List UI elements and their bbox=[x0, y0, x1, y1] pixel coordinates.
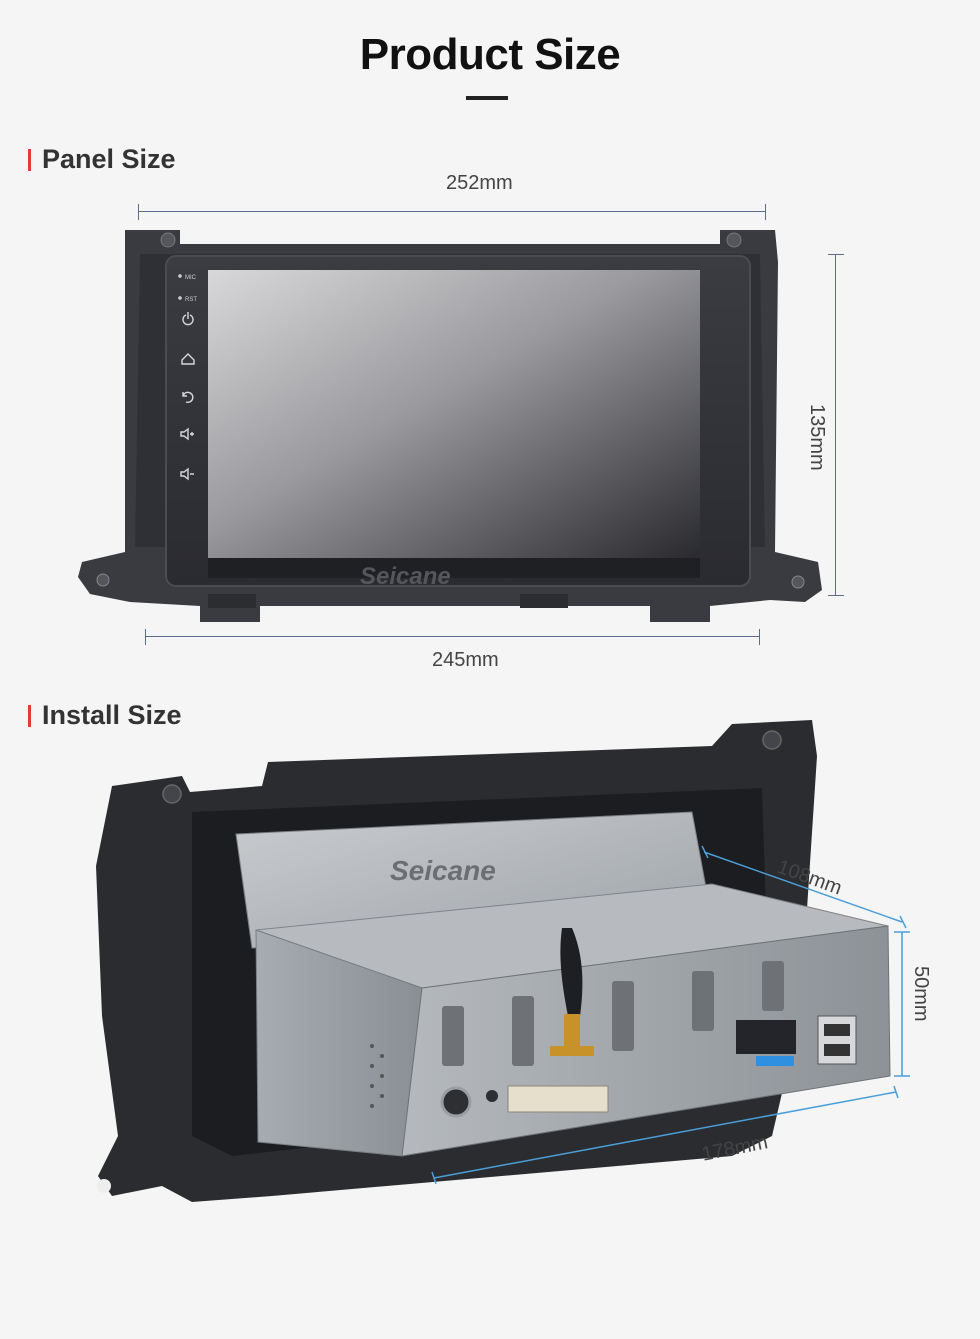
rst-button-label: RST bbox=[185, 297, 197, 303]
volume-down-icon bbox=[180, 467, 194, 481]
install-height-label: 50mm bbox=[910, 966, 932, 1022]
panel-bottom-width-line bbox=[145, 629, 760, 645]
volume-up-icon bbox=[180, 427, 194, 441]
panel-top-width-label: 252mm bbox=[446, 172, 513, 194]
page-title: Product Size bbox=[359, 30, 621, 79]
install-brand-logo: Seicane bbox=[390, 855, 496, 886]
title-underline bbox=[466, 96, 508, 100]
install-dimension-lines bbox=[431, 845, 910, 1185]
panel-bottom-width-label: 245mm bbox=[432, 649, 499, 671]
install-product-image: Seicane bbox=[96, 720, 891, 1202]
panel-height-line bbox=[828, 254, 844, 596]
panel-size-heading: Panel Size bbox=[28, 144, 176, 175]
mic-button-label: MIC bbox=[185, 275, 197, 281]
power-icon bbox=[182, 312, 194, 326]
install-size-heading: Install Size bbox=[28, 700, 182, 731]
home-icon bbox=[181, 353, 195, 365]
panel-brand-logo: Seicane bbox=[360, 563, 451, 590]
panel-top-width-line bbox=[138, 204, 766, 220]
install-size-label: Install Size bbox=[42, 700, 182, 730]
panel-size-label: Panel Size bbox=[42, 144, 176, 174]
install-depth-line bbox=[703, 851, 903, 923]
back-icon bbox=[182, 391, 194, 404]
panel-product-image: MIC RST Seicane bbox=[78, 230, 822, 622]
install-width-line bbox=[433, 1091, 897, 1179]
